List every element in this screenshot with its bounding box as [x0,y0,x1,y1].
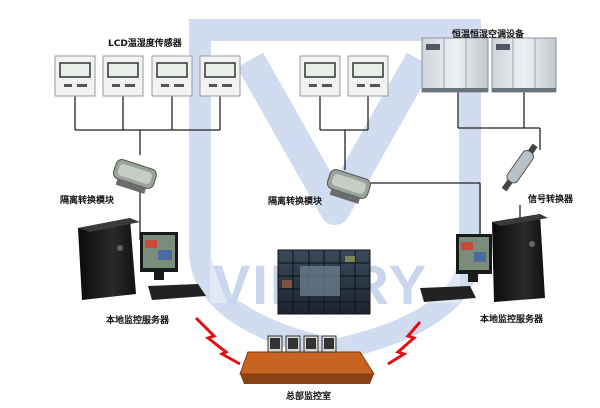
ac-unit-2 [491,37,557,93]
lcd-sensor-3 [151,55,193,97]
local-server-left-label: 本地监控服务器 [106,316,170,326]
ac-unit-group [421,37,557,93]
isolation-converter-left [112,159,157,194]
lcd-sensor-5 [299,55,341,97]
ac-equipment-label: 恒温恒湿空调设备 [452,30,525,40]
signal-converter-label: 信号转换器 [528,195,574,205]
wiring [74,92,541,240]
lightning-right [387,321,422,366]
workstation-left [78,218,206,300]
lcd-sensor-2 [102,55,144,97]
lightning-left [194,316,241,366]
workstation-right [420,214,548,302]
ac-unit-1 [421,37,489,93]
lcd-sensor-group [54,55,389,97]
lcd-sensor-label: LCD温湿度传感器 [108,39,182,49]
lcd-sensor-6 [347,55,389,97]
video-wall [277,249,371,315]
local-server-right-label: 本地监控服务器 [480,315,544,325]
lcd-sensor-4 [199,55,241,97]
signal-converter [501,143,538,192]
hq-control-room-label: 总部监控室 [286,392,332,402]
hq-console [239,335,375,384]
lcd-sensor-1 [54,55,96,97]
isolation-converter-center [326,169,371,204]
isolation-converter-center-label: 隔离转换模块 [268,197,323,207]
isolation-converter-left-label: 隔离转换模块 [60,196,115,206]
